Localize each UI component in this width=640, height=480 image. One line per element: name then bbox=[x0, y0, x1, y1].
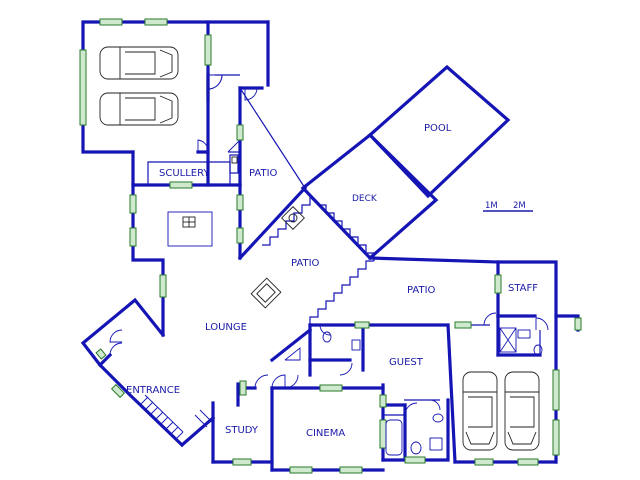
sink-icon bbox=[231, 156, 238, 164]
basin-icon bbox=[432, 413, 444, 423]
kitchen-island bbox=[167, 211, 213, 247]
fireplace-icon bbox=[250, 277, 282, 309]
bath-icon bbox=[385, 419, 403, 456]
basin-icon bbox=[351, 339, 361, 351]
basin-icon bbox=[517, 329, 531, 339]
shower-icon bbox=[499, 327, 517, 353]
room-labels: POOL DECK SCULLERY PATIO PATIO PATIO STA… bbox=[126, 123, 538, 439]
scale-label-2m: 2M bbox=[513, 201, 526, 211]
fixtures bbox=[99, 46, 543, 456]
scale-label-1m: 1M bbox=[485, 201, 498, 211]
car-icon bbox=[504, 371, 540, 451]
car-icon bbox=[99, 92, 179, 126]
toilet-icon bbox=[533, 344, 543, 356]
room-label-patio-upper: PATIO bbox=[249, 168, 278, 179]
car-icon bbox=[462, 371, 498, 451]
room-label-scullery: SCULLERY bbox=[159, 168, 210, 179]
room-label-cinema: CINEMA bbox=[306, 428, 345, 439]
room-label-staff: STAFF bbox=[508, 283, 538, 294]
room-label-guest: GUEST bbox=[389, 357, 424, 368]
shower-icon bbox=[429, 437, 443, 451]
room-label-patio-right: PATIO bbox=[407, 285, 436, 296]
walls bbox=[80, 20, 580, 472]
room-label-study: STUDY bbox=[225, 425, 259, 436]
patio-steps bbox=[262, 196, 375, 325]
car-icon bbox=[99, 46, 179, 80]
room-label-deck: DECK bbox=[352, 194, 378, 204]
room-label-lounge: LOUNGE bbox=[205, 322, 247, 333]
toilet-icon bbox=[410, 441, 422, 455]
toilet-icon bbox=[322, 331, 332, 343]
room-label-entrance: ENTRANCE bbox=[126, 385, 180, 396]
room-label-patio-center: PATIO bbox=[291, 258, 320, 269]
doors bbox=[109, 74, 549, 416]
room-label-pool: POOL bbox=[424, 123, 452, 134]
scale-bar: 1M 2M bbox=[483, 201, 533, 212]
braai-icon bbox=[281, 206, 305, 230]
windows bbox=[79, 18, 582, 474]
